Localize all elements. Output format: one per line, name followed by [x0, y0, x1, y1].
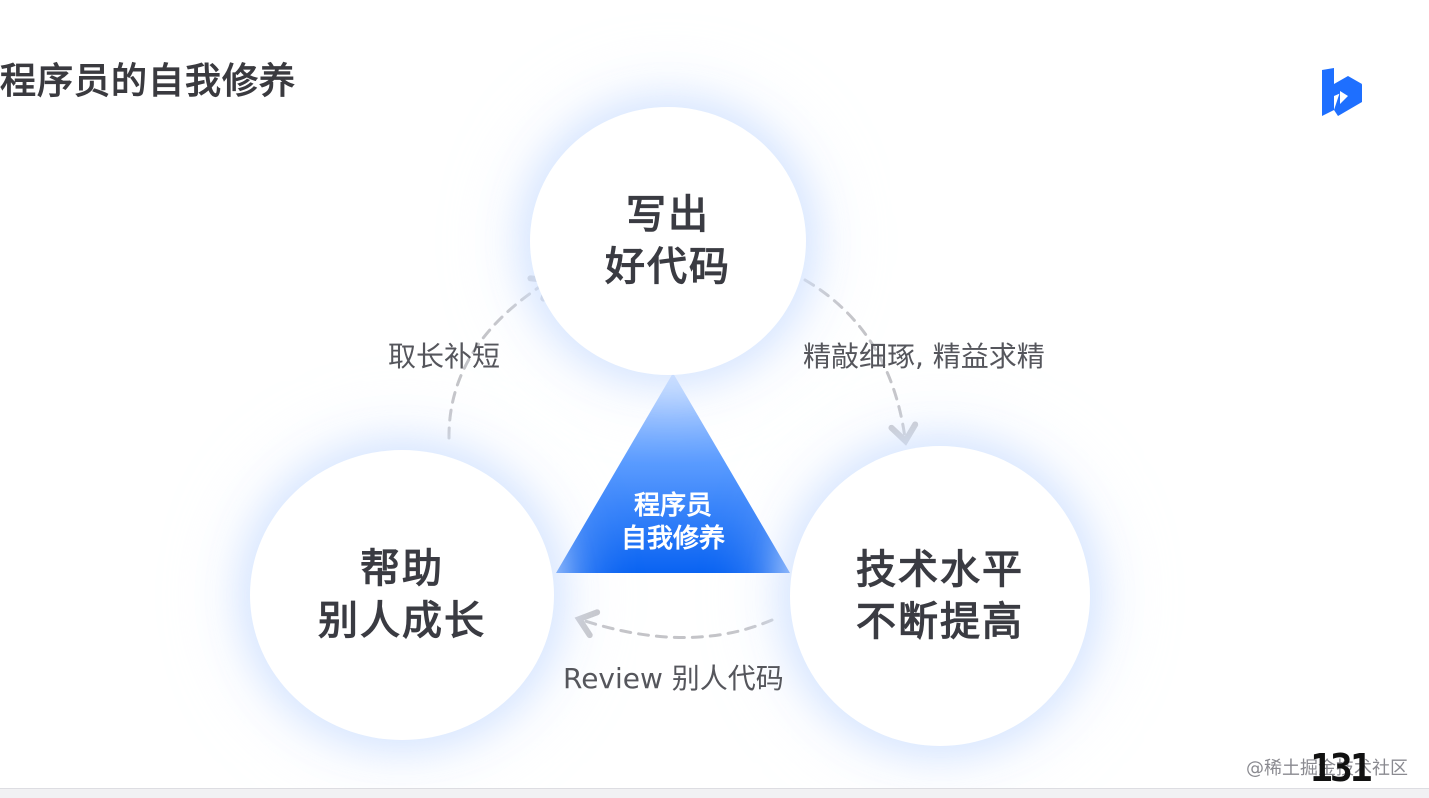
center-label: 程序员 自我修养: [600, 490, 746, 556]
node-top-line1: 写出: [626, 192, 710, 238]
node-left-line2: 别人成长: [318, 598, 486, 644]
center-triangle: [556, 373, 790, 573]
edge-label-top-to-right: 精敲细琢, 精益求精: [803, 340, 1045, 373]
arrow-right-to-left: [574, 609, 774, 639]
arrow-left-to-top: [447, 275, 554, 440]
watermark: @稀土掘金技术社区: [1246, 758, 1408, 779]
edge-label-left-to-top: 取长补短: [388, 340, 501, 373]
node-left-line1: 帮助: [360, 546, 444, 592]
node-top-line2: 好代码: [605, 244, 731, 290]
node-skill-improvement: 技术水平 不断提高: [790, 446, 1090, 746]
slide-title: 程序员的自我修养: [0, 61, 297, 102]
brand-logo-icon: [1322, 68, 1362, 116]
node-help-others-grow: 帮助 别人成长: [250, 450, 554, 740]
bottom-toolbar: [0, 788, 1429, 798]
node-right-line2: 不断提高: [856, 599, 1024, 645]
node-write-good-code: 写出 好代码: [530, 107, 806, 375]
center-label-line1: 程序员: [633, 491, 712, 521]
edge-label-right-to-left: Review 别人代码: [563, 662, 784, 695]
page-number: 131: [1310, 746, 1373, 790]
arrow-top-to-right: [803, 278, 919, 446]
center-label-line2: 自我修养: [620, 524, 725, 554]
node-right-line1: 技术水平: [856, 547, 1024, 593]
